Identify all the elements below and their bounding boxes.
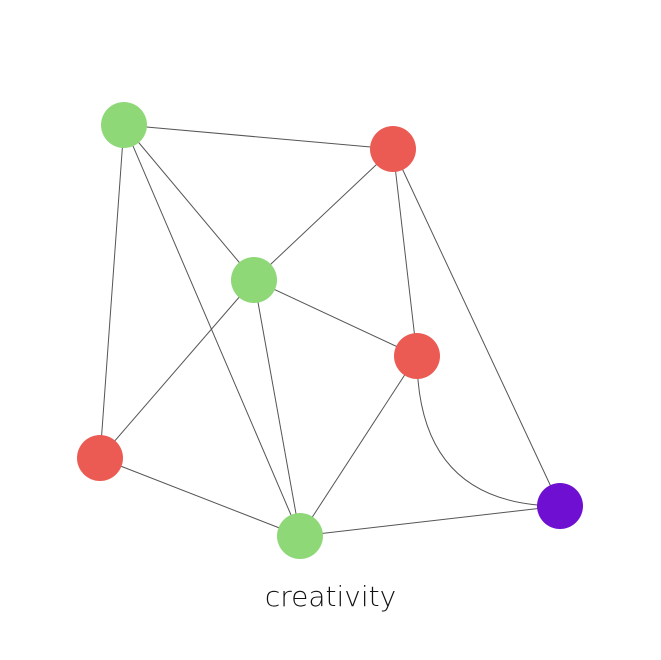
edge-n2-n7	[392, 148, 561, 507]
edge-n2-n3	[253, 148, 394, 281]
edge-n4-n7	[416, 355, 561, 507]
edge-n1-n3	[123, 124, 255, 281]
node-n4-red	[394, 333, 440, 379]
node-n6-green	[277, 513, 323, 559]
edge-n4-n6	[299, 355, 418, 537]
graph-caption: creativity	[264, 580, 397, 613]
node-n1-green	[101, 102, 147, 148]
edge-n5-n6	[99, 457, 301, 537]
edge-n2-n4	[392, 148, 418, 357]
edge-n3-n4	[253, 279, 418, 357]
node-n5-red	[77, 435, 123, 481]
node-n7-purple	[537, 483, 583, 529]
edge-n1-n5	[99, 124, 125, 459]
edge-n1-n2	[123, 124, 394, 150]
edge-n1-n6	[123, 124, 301, 537]
edge-n6-n7	[299, 505, 561, 537]
node-n3-green	[231, 257, 277, 303]
edge-n3-n5	[99, 279, 255, 459]
node-n2-red	[370, 126, 416, 172]
edge-n3-n6	[253, 279, 301, 537]
